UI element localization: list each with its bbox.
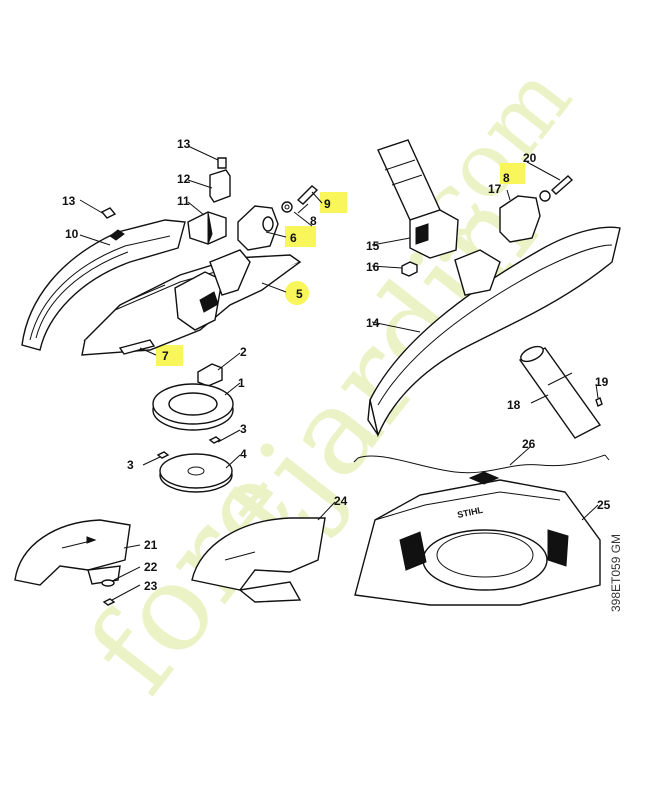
watermark: fore t jardin .com xyxy=(63,47,592,718)
part-21-small-guard xyxy=(14,519,131,586)
part-11-bracket xyxy=(187,211,227,245)
part-label-13: 13 xyxy=(62,194,76,208)
part-3-screw-right xyxy=(208,436,222,444)
part-label-13: 13 xyxy=(177,137,191,151)
part-24-guard xyxy=(191,517,326,591)
diagram-code: 398ET059 GM xyxy=(609,534,623,612)
part-2-nut xyxy=(197,363,223,387)
part-22-washer xyxy=(101,579,115,587)
part-10-guard-shape xyxy=(21,219,186,351)
part-16-nut xyxy=(401,261,418,277)
part-12-post xyxy=(209,169,231,203)
part-19-pin xyxy=(595,397,603,407)
part-label-19: 19 xyxy=(595,375,609,389)
highlight-9 xyxy=(320,192,347,213)
part-label-23: 23 xyxy=(144,579,158,593)
part-label-6: 6 xyxy=(290,231,297,245)
part-label-24: 24 xyxy=(334,494,348,508)
part-label-20: 20 xyxy=(523,151,537,165)
part-label-4: 4 xyxy=(240,447,247,461)
highlight-7 xyxy=(156,345,183,366)
part-label-14: 14 xyxy=(366,316,380,330)
part-label-15: 15 xyxy=(366,239,380,253)
part-label-18: 18 xyxy=(507,398,521,412)
part-label-22: 22 xyxy=(144,560,158,574)
part-label-12: 12 xyxy=(177,172,191,186)
part-label-16: 16 xyxy=(366,260,380,274)
part-23-screw xyxy=(102,598,116,606)
part-label-17: 17 xyxy=(488,182,502,196)
part-14-deflector xyxy=(369,226,621,438)
part-label-9: 9 xyxy=(324,197,331,211)
part-label-25: 25 xyxy=(597,498,611,512)
part-label-3: 3 xyxy=(240,422,247,436)
highlight-6 xyxy=(285,226,316,247)
part-8-washer-left xyxy=(281,201,293,213)
part-label-26: 26 xyxy=(522,437,536,451)
part-17-clamp xyxy=(499,195,541,243)
highlight-8-right xyxy=(500,163,525,184)
part-label-2: 2 xyxy=(240,345,247,359)
right-assembly: STIHL xyxy=(353,139,621,606)
part-15-block xyxy=(409,209,459,259)
part-label-21: 21 xyxy=(144,538,158,552)
part-label-7: 7 xyxy=(162,349,169,363)
part-3-screw-left xyxy=(156,451,170,459)
leader-lines xyxy=(79,145,599,601)
part-label-11: 11 xyxy=(177,194,190,208)
part-13-screw-left xyxy=(100,207,117,219)
left-guard-assembly xyxy=(14,157,326,606)
part-label-5: 5 xyxy=(296,287,303,301)
part-20-screw xyxy=(550,175,574,195)
part-label-3: 3 xyxy=(127,458,134,472)
part-18-tube xyxy=(518,347,602,439)
highlights xyxy=(156,163,525,366)
part-26-wire xyxy=(357,454,606,474)
part-label-8: 8 xyxy=(310,214,317,228)
part-label-10: 10 xyxy=(65,227,79,241)
part-9-screw xyxy=(296,185,319,205)
part-8-washer-right xyxy=(539,190,551,202)
part-label-1: 1 xyxy=(238,376,245,390)
highlight-5 xyxy=(285,281,309,305)
part-labels: 1233456788910111213131415161718192021222… xyxy=(62,137,611,593)
part-label-8: 8 xyxy=(503,171,510,185)
part-13-screw-top xyxy=(217,157,227,169)
part-7-plate xyxy=(118,339,156,355)
